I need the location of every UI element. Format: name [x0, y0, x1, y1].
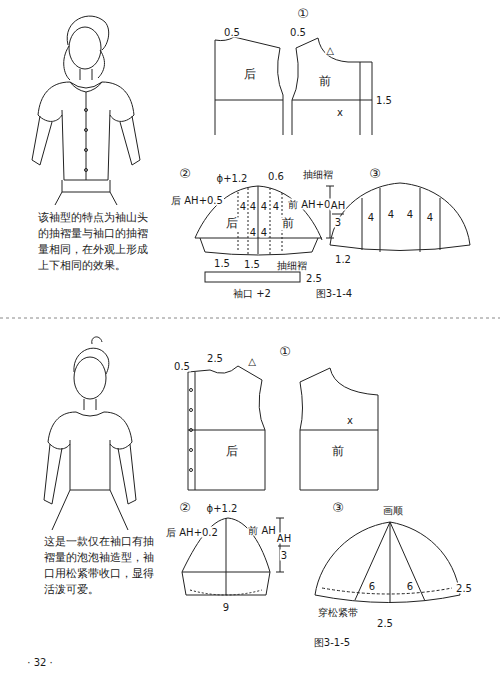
figure-caption: 图3-1-4: [315, 288, 353, 299]
dimension: 9: [222, 602, 230, 613]
piece-name: 前: [281, 217, 295, 230]
dimension: 6: [406, 581, 414, 592]
dimension: 1.5: [243, 259, 261, 270]
figure-number: ③: [368, 167, 382, 181]
description-text: 该袖型的特点为袖山头的抽褶量与袖口的抽褶量相同，在外观上形成上下相同的效果。: [38, 210, 152, 274]
dimension: ϕ+1.2: [216, 173, 249, 184]
sleeve-spread: [315, 522, 460, 603]
dimension: 1.2: [334, 254, 352, 265]
dimension: 2.5: [376, 618, 394, 629]
dimension: 2.5: [305, 273, 323, 284]
dimension: 4: [406, 209, 414, 220]
dimension: 4: [260, 201, 268, 212]
dimension: 4: [367, 212, 375, 223]
dimension: 1.5: [213, 258, 231, 269]
figure-illustration: [32, 16, 140, 205]
figure-number: ②: [178, 501, 192, 515]
figure-number: ②: [178, 167, 192, 181]
dimension: 0.6: [267, 171, 285, 182]
dimension: 2.5: [206, 353, 224, 364]
figure-illustration: [44, 337, 136, 530]
mark-symbol: x: [336, 107, 344, 118]
piece-name: 后: [225, 217, 239, 230]
dimension: ϕ+1.2: [206, 503, 239, 514]
description-text: 这是一款仅在袖口有抽褶量的泡泡袖造型，袖口用松紧带收口，显得活泼可爱。: [44, 534, 156, 598]
dimension: 4: [249, 227, 257, 238]
dimension: AH: [276, 533, 292, 544]
figure-caption: 图3-1-5: [313, 637, 351, 648]
bodice-draft: [188, 366, 378, 490]
figure-number: ③: [331, 501, 345, 515]
figure-number: ①: [296, 7, 310, 21]
separator: [0, 318, 500, 319]
mark-symbol: x: [346, 415, 354, 426]
dimension: 4: [426, 212, 434, 223]
dimension: 0.5: [289, 27, 307, 38]
dimension: 后 AH+0.5: [170, 195, 224, 206]
note-text: 抽细褶: [302, 169, 334, 180]
piece-name: 前: [331, 445, 345, 458]
dimension: AH: [330, 200, 346, 211]
dimension: 4: [260, 227, 268, 238]
figure-number: ①: [278, 345, 292, 359]
piece-name: 后: [243, 68, 257, 81]
dimension: 3: [280, 550, 288, 561]
dimension: 前 AH: [247, 525, 277, 536]
note-text: 画顺: [382, 505, 404, 516]
dimension: 4: [239, 201, 247, 212]
dimension: 4: [249, 201, 257, 212]
bodice-draft: [215, 37, 372, 135]
mark-symbol: △: [325, 45, 335, 56]
dimension: 4: [272, 201, 280, 212]
dimension: 0.5: [173, 361, 191, 372]
dimension: 2.5: [455, 583, 473, 594]
note-text: 穿松紧带: [317, 607, 359, 618]
note-text: 抽细褶: [276, 260, 308, 271]
dimension: 6: [368, 581, 376, 592]
dimension: 4: [387, 209, 395, 220]
part-name: 袖口 +2: [232, 288, 272, 299]
mark-symbol: △: [247, 356, 257, 367]
dimension: 3: [334, 217, 342, 228]
sleeve-spread: [330, 183, 470, 252]
dimension: 后 AH+0.2: [165, 527, 219, 538]
dimension: 1.5: [375, 95, 393, 106]
page-number: · 32 ·: [26, 657, 53, 668]
dimension: 0.5: [223, 27, 241, 38]
piece-name: 前: [318, 75, 332, 88]
piece-name: 后: [225, 445, 239, 458]
